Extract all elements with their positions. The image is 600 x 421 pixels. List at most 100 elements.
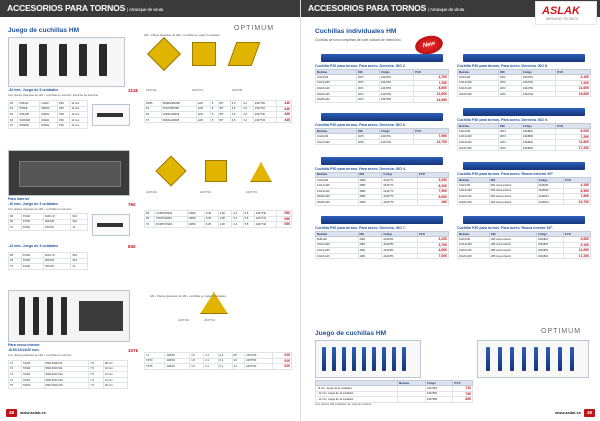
table-cell: S10 [70,252,88,259]
table-cell: 12x12x100 [315,79,357,87]
table-header: Código [520,69,557,75]
insert2-code-1: 2447101 [146,190,157,194]
thread-price: 107€ [128,348,139,353]
table-cell: CNMG120408 [160,111,197,118]
table-cell: 2444792 [520,79,557,87]
table-cell: 02€ [272,357,292,365]
table-cell: 44€ [275,100,293,107]
table-header: Código [378,69,415,75]
table-cell: 12/6 [195,100,211,107]
thread-image [8,290,130,342]
section-title: Juego de cuchillas HM [8,27,80,34]
table-header: Medidas [315,128,357,135]
table-cell: 17,20€ [555,144,591,152]
interior-drawing [92,214,130,236]
table-cell: 16€ [416,199,450,206]
table-cell: 71 [8,360,22,367]
optimum-logo: OPTIMUM [234,25,275,32]
table-cell: P30 [57,100,71,107]
set-note: Con placas HM soldadas. En caja de mader… [315,402,372,406]
left-header: ACCESORIOS PARA TORNOS| Arranque de viru… [0,0,300,17]
table-header: Código [520,123,557,129]
table-cell: P30 [57,116,71,124]
table-cell: 02€ [272,352,292,359]
table-cell: 65 [7,111,19,118]
table-cell [396,396,426,403]
insert2-code-2: 2447731 [200,190,211,194]
thread-note: Con placas plaquitas de HM + cuchillas e… [8,353,73,357]
table-cell: 16x16x110 [457,85,499,92]
set-tools-image-2 [477,340,589,378]
table-header [315,380,398,386]
table-cell: STFCR [42,263,72,270]
table-cell: 12,70€ [413,138,449,146]
table-cell: SNR 0008 K11 [43,360,90,367]
section-desc: Cuchillas de torno completas de corte so… [315,38,402,42]
header-title: ACCESORIOS PARA TORNOS [308,3,427,13]
website-link[interactable]: www.aslak.es [555,410,581,415]
table-header: P.V.P. [555,123,591,129]
table-cell: 12 mm [69,105,88,113]
tool-image [321,156,443,165]
table-cell: 2444753 [378,85,415,92]
table-cell: 12,60€ [413,90,449,98]
table-cell: SNR 0012 K16 [43,371,90,378]
insert2-code-3: 2447731 [246,190,257,194]
table-cell: 64 [7,105,19,113]
tool-group-title: Cuchilla P30 para tornos. Para acero. De… [315,166,406,171]
table-cell: 25x25x140 [315,96,357,103]
table-header: Código [536,177,565,183]
page-number: 49 [584,409,595,417]
table-cell: 7,5 [88,382,104,389]
table-cell: 12/6 [195,116,211,124]
insert-image-2 [192,42,216,66]
table-cell: 20x20x125 [457,252,490,260]
table-cell: 16x16x110 [315,85,357,92]
table-cell: 2447742 [253,221,278,228]
table-cell: 283 rosca interior [489,252,537,260]
table-cell: 02€ [272,363,292,370]
table-cell: SCFC R [42,252,72,259]
table-cell: SNR 0014 K16 [43,376,90,384]
tool-image [463,216,585,224]
table-cell: 63 [7,100,19,107]
table-cell: 4972 [497,90,522,98]
table-cell: 0,1 [217,352,233,359]
table-cell: 12 mm [69,100,88,107]
interior-price: 76€ [128,202,136,207]
table-cell: 2447762 [244,363,274,370]
table-cell: 80° [217,111,231,118]
table-cell: 4975 [355,138,380,146]
table-cell: 72 [8,365,22,373]
table-header: DIN [357,231,383,237]
thread-code-1: 2447732 [178,318,189,322]
table-cell: 12 mm [102,371,129,378]
table-cell: 2444784 [381,252,418,260]
table-cell: 71€ [452,385,473,392]
table-cell: 70 [143,221,156,228]
table-header: P.V.P. [413,128,449,135]
header-subtitle: | Arranque de viruta [428,7,465,12]
tool-group-title: Cuchilla P30 para tornos. Para acero. De… [315,64,406,68]
insert2-image-3 [250,162,272,182]
website-link[interactable]: www.aslak.es [20,410,46,415]
thread-title: Para rosca interior [8,343,40,347]
table-header: P.V.P. [562,231,592,237]
